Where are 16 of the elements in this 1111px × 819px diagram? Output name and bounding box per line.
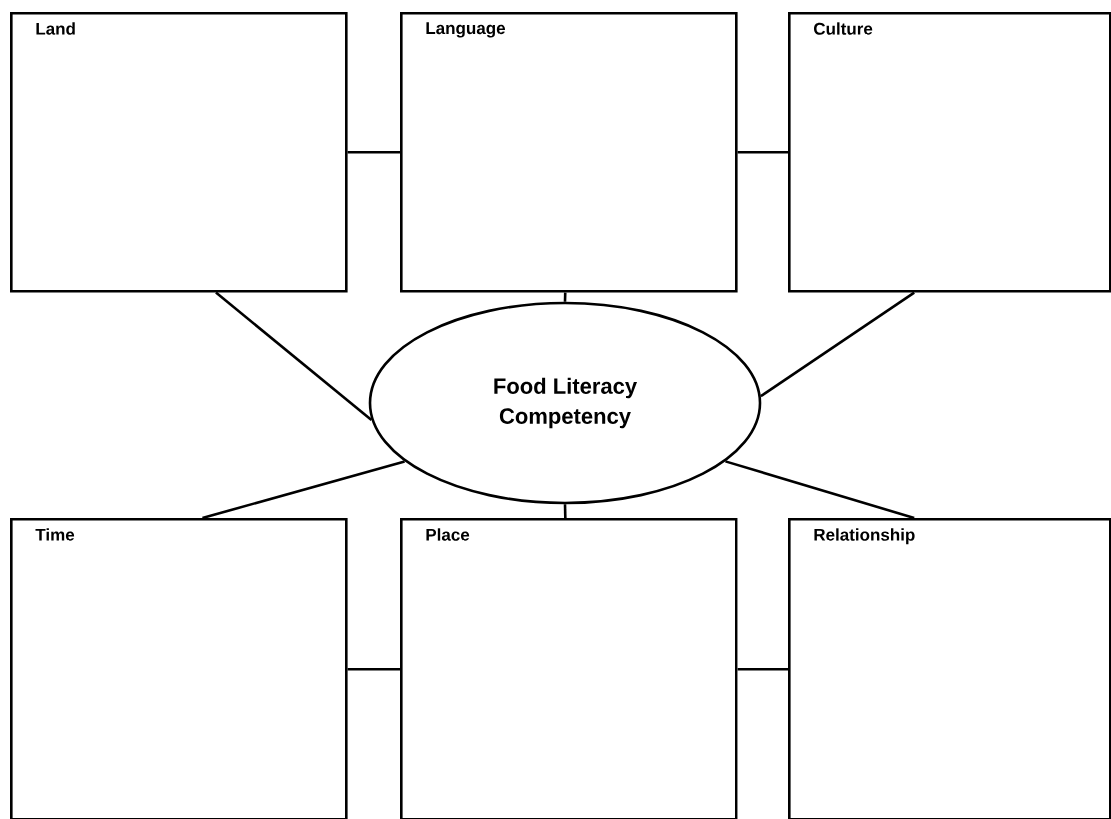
text-box: Land [10, 12, 348, 293]
connector-line [202, 460, 405, 520]
connector-line [215, 291, 373, 421]
connector-line [347, 668, 400, 671]
connector-line [760, 291, 915, 398]
connector-line [725, 460, 915, 520]
connector-line [563, 504, 567, 519]
connector-line [347, 151, 400, 154]
text-box: Place [400, 518, 738, 819]
text-box: Time [10, 518, 348, 819]
text-box: Culture [788, 12, 1111, 293]
text-box: Language [400, 12, 738, 293]
connector-line [737, 668, 788, 671]
connector-line [737, 151, 788, 154]
text-box: Relationship [788, 518, 1111, 819]
connector-line [563, 292, 567, 302]
